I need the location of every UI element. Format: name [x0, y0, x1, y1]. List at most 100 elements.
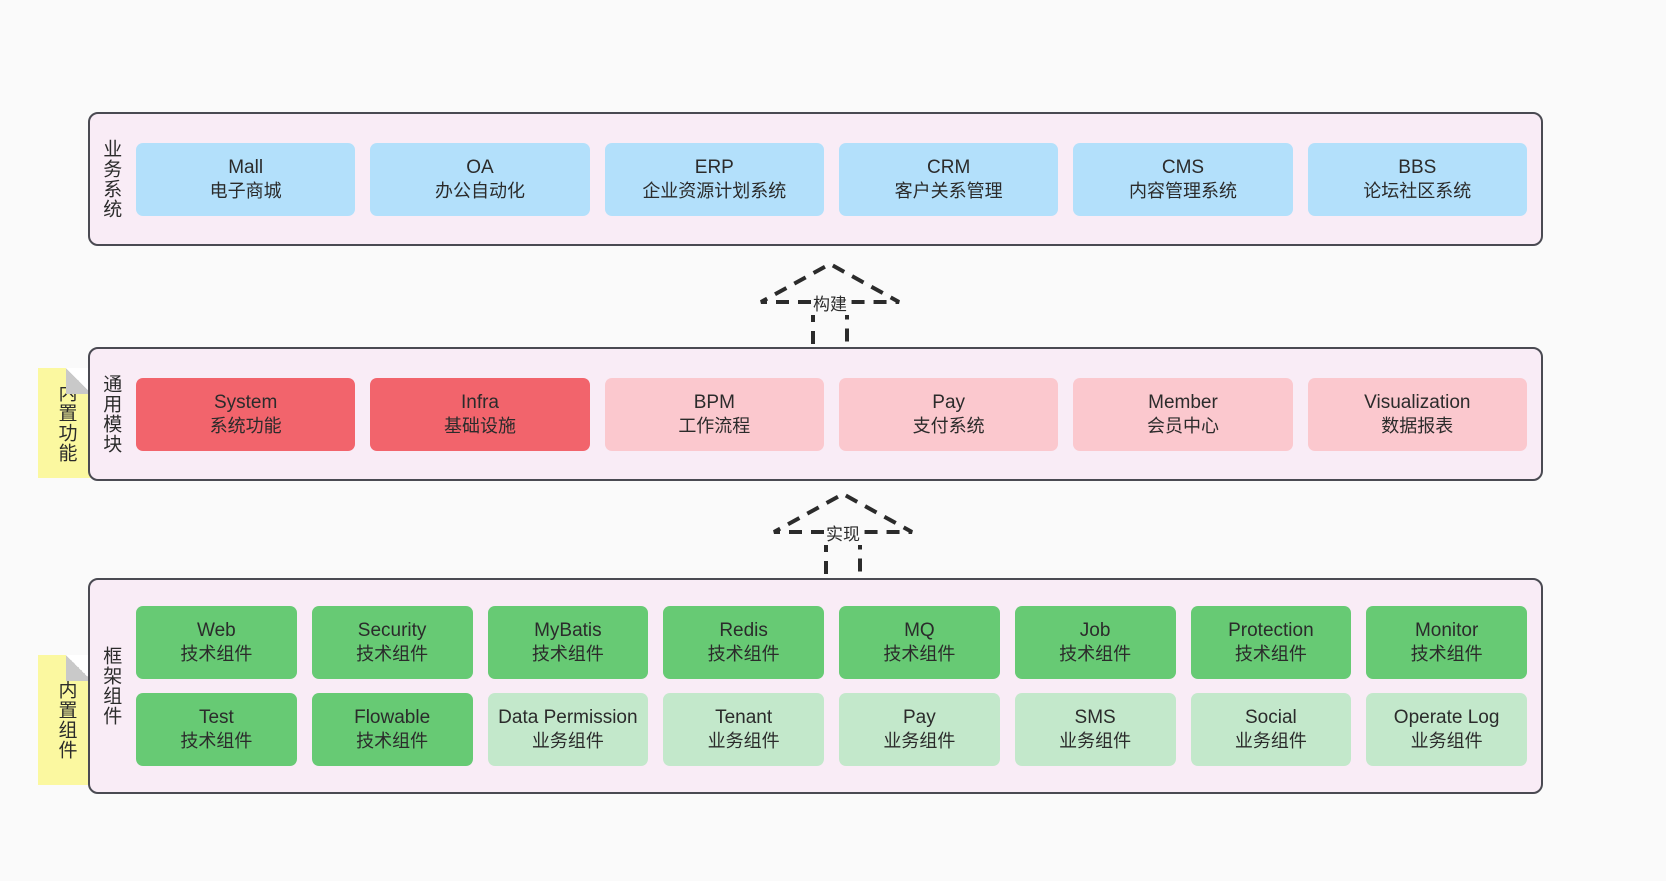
card-mall[interactable]: Mall 电子商城 [136, 142, 356, 216]
card-title-en: Pay [903, 707, 936, 729]
card-crm[interactable]: CRM 客户关系管理 [838, 142, 1059, 216]
card-title-en: MyBatis [534, 620, 602, 642]
card-title-cn: 基础设施 [443, 415, 516, 436]
card-title-cn: 业务组件 [531, 731, 604, 752]
card-infra[interactable]: Infra 基础设施 [370, 377, 590, 451]
card-test[interactable]: Test 技术组件 [136, 693, 297, 766]
card-title-en: OA [466, 156, 494, 178]
card-title-cn: 业务组件 [1059, 731, 1132, 752]
card-mybatis[interactable]: MyBatis 技术组件 [487, 606, 649, 679]
card-title-en: BBS [1398, 156, 1437, 178]
card-title-cn: 工作流程 [678, 415, 751, 436]
card-title-en: Infra [460, 391, 499, 413]
card-pay[interactable]: Pay 支付系统 [838, 377, 1059, 451]
card-title-en: MQ [904, 620, 935, 642]
card-title-en: Redis [719, 620, 768, 642]
card-title-en: Protection [1228, 620, 1314, 642]
layer-business-system-body: Mall 电子商城 OA 办公自动化 ERP 企业资源计划系统 CRM 客户关系… [130, 114, 1541, 244]
card-title-en: Job [1079, 620, 1111, 642]
note-builtin-component: 内置组件 [38, 655, 92, 785]
note-builtin-function-label: 内置功能 [55, 383, 77, 463]
card-title-en: Mall [228, 156, 264, 178]
layer-business-system-title: 业务系统 [100, 139, 122, 219]
card-title-en: BPM [693, 391, 735, 413]
card-visualization[interactable]: Visualization 数据报表 [1307, 377, 1527, 451]
layer-common-modules-body: System 系统功能 Infra 基础设施 BPM 工作流程 Pay 支付系统… [130, 349, 1541, 479]
card-member[interactable]: Member 会员中心 [1073, 377, 1293, 451]
card-title-cn: 技术组件 [707, 644, 780, 665]
card-title-cn: 电子商城 [209, 180, 282, 201]
card-title-en: Flowable [354, 707, 431, 729]
card-title-cn: 业务组件 [707, 731, 780, 752]
layer-framework-components-title: 框架组件 [100, 646, 122, 726]
card-title-en: CRM [927, 156, 971, 178]
card-row: Web 技术组件 Security 技术组件 MyBatis 技术组件 Redi… [136, 606, 1527, 679]
card-title-cn: 业务组件 [1234, 731, 1307, 752]
card-title-en: CMS [1161, 156, 1205, 178]
card-title-cn: 技术组件 [356, 644, 429, 665]
card-flowable[interactable]: Flowable 技术组件 [311, 693, 473, 766]
card-row: System 系统功能 Infra 基础设施 BPM 工作流程 Pay 支付系统… [136, 377, 1527, 451]
card-title-cn: 系统功能 [209, 415, 282, 436]
card-web[interactable]: Web 技术组件 [136, 606, 297, 679]
card-title-en: Web [197, 620, 236, 642]
card-operate-log[interactable]: Operate Log 业务组件 [1366, 693, 1527, 766]
card-title-en: System [213, 391, 278, 413]
card-tenant[interactable]: Tenant 业务组件 [663, 693, 824, 766]
card-system[interactable]: System 系统功能 [136, 377, 356, 451]
layer-common-modules-title: 通用模块 [100, 374, 122, 454]
card-title-en: Test [198, 707, 234, 729]
layer-framework-components-body: Web 技术组件 Security 技术组件 MyBatis 技术组件 Redi… [130, 580, 1541, 792]
note-builtin-component-label: 内置组件 [55, 680, 77, 760]
card-title-cn: 支付系统 [912, 415, 985, 436]
card-title-cn: 技术组件 [1059, 644, 1132, 665]
card-monitor[interactable]: Monitor 技术组件 [1366, 606, 1527, 679]
card-title-cn: 技术组件 [883, 644, 956, 665]
card-redis[interactable]: Redis 技术组件 [663, 606, 824, 679]
card-title-en: Tenant [715, 707, 773, 729]
card-title-cn: 技术组件 [180, 731, 253, 752]
card-pay-business[interactable]: Pay 业务组件 [839, 693, 1000, 766]
card-data-permission[interactable]: Data Permission 业务组件 [487, 693, 649, 766]
card-protection[interactable]: Protection 技术组件 [1190, 606, 1352, 679]
card-job[interactable]: Job 技术组件 [1014, 606, 1176, 679]
card-title-en: Pay [932, 391, 966, 413]
card-sms[interactable]: SMS 业务组件 [1014, 693, 1176, 766]
layer-framework-components: 框架组件 Web 技术组件 Security 技术组件 MyBatis 技术组件… [88, 578, 1543, 794]
arrow-implement-label: 实现 [824, 520, 862, 545]
card-row: Mall 电子商城 OA 办公自动化 ERP 企业资源计划系统 CRM 客户关系… [136, 142, 1527, 216]
layer-business-system: 业务系统 Mall 电子商城 OA 办公自动化 ERP 企业资源计划系统 CRM… [88, 112, 1543, 246]
card-title-en: Operate Log [1393, 707, 1500, 729]
card-mq[interactable]: MQ 技术组件 [839, 606, 1000, 679]
note-builtin-function: 内置功能 [38, 368, 92, 478]
card-erp[interactable]: ERP 企业资源计划系统 [604, 142, 824, 216]
card-social[interactable]: Social 业务组件 [1190, 693, 1352, 766]
card-title-en: Member [1148, 391, 1218, 413]
card-title-cn: 技术组件 [1410, 644, 1483, 665]
card-row: Test 技术组件 Flowable 技术组件 Data Permission … [136, 693, 1527, 766]
arrow-build: 构建 [755, 261, 905, 344]
card-title-cn: 技术组件 [531, 644, 604, 665]
arrow-build-label: 构建 [811, 290, 849, 315]
arrow-implement: 实现 [768, 491, 918, 574]
card-title-en: Security [357, 620, 427, 642]
card-title-en: Monitor [1414, 620, 1479, 642]
layer-common-modules: 通用模块 System 系统功能 Infra 基础设施 BPM 工作流程 Pay… [88, 347, 1543, 481]
card-title-cn: 会员中心 [1146, 415, 1219, 436]
card-security[interactable]: Security 技术组件 [311, 606, 473, 679]
card-title-en: Data Permission [498, 707, 638, 729]
card-title-cn: 技术组件 [180, 644, 253, 665]
card-title-cn: 业务组件 [1410, 731, 1483, 752]
card-title-cn: 客户关系管理 [894, 180, 1003, 201]
card-title-en: SMS [1074, 707, 1116, 729]
card-oa[interactable]: OA 办公自动化 [370, 142, 590, 216]
card-bpm[interactable]: BPM 工作流程 [604, 377, 824, 451]
card-bbs[interactable]: BBS 论坛社区系统 [1307, 142, 1527, 216]
card-title-en: ERP [694, 156, 734, 178]
card-title-cn: 内容管理系统 [1128, 180, 1237, 201]
card-title-cn: 技术组件 [1234, 644, 1307, 665]
card-title-cn: 技术组件 [356, 731, 429, 752]
card-cms[interactable]: CMS 内容管理系统 [1073, 142, 1293, 216]
card-title-en: Social [1245, 707, 1297, 729]
card-title-en: Visualization [1364, 391, 1471, 413]
